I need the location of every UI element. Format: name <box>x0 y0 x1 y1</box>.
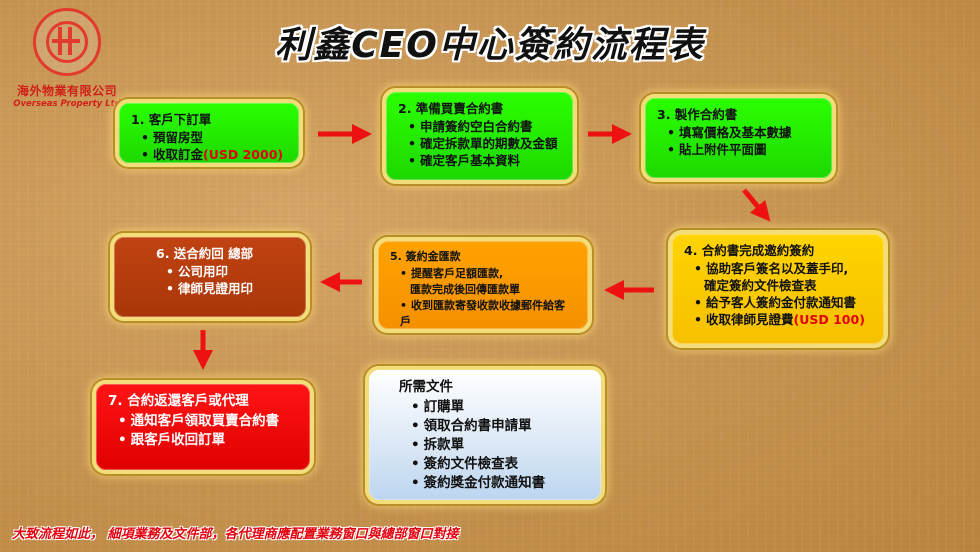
step-2-item: 確定客戶基本資料 <box>408 152 561 169</box>
footer-note: 大致流程如此， 細項業務及文件部，各代理商應配置業務窗口與總部窗口對接 <box>12 527 459 542</box>
document-item: 拆款單 <box>411 436 589 455</box>
document-item: 簽約獎金付款通知書 <box>411 474 589 493</box>
logo-name-cn: 海外物業有限公司 <box>16 84 117 98</box>
step-2-item: 申請簽約空白合約書 <box>408 118 561 135</box>
step-4-heading: 4. 合約書完成邀約簽約 <box>684 243 815 258</box>
page-title: 利鑫CEO中心簽約流程表 <box>275 25 705 66</box>
document-item: 簽約文件檢查表 <box>411 455 589 474</box>
step-3-item: 填寫價格及基本數據 <box>667 124 820 141</box>
step-4-item: 收取律師見證費(USD 100) <box>694 311 872 328</box>
step-5-item: 提醒客戶足額匯款,匯款完成後回傳匯款單 <box>400 266 576 298</box>
arrow-3-to-4 <box>742 188 771 222</box>
deposit-amount: (USD 2000) <box>203 147 284 162</box>
step-7-box: 7. 合約返還客戶或代理 通知客戶領取買賣合約書 跟客戶收回訂單 <box>92 380 314 474</box>
step-4-item: 給予客人簽約金付款通知書 <box>694 294 872 311</box>
step-5-heading: 5. 簽約金匯款 <box>390 250 461 263</box>
step-1-item: 收取訂金(USD 2000) <box>141 146 287 163</box>
required-documents-box: 所需文件 訂購單 領取合約書申請單 拆款單 簽約文件檢查表 簽約獎金付款通知書 <box>365 366 605 504</box>
step-3-heading: 3. 製作合約書 <box>657 107 738 122</box>
document-item: 領取合約書申請單 <box>411 417 589 436</box>
step-6-item: 律師見證用印 <box>166 280 294 297</box>
step-7-heading: 7. 合約返還客戶或代理 <box>108 393 249 409</box>
step-2-box: 2. 準備買賣合約書 申請簽約空白合約書 確定拆款單的期數及金額 確定客戶基本資… <box>382 88 577 184</box>
step-2-item: 確定拆款單的期數及金額 <box>408 135 561 152</box>
step-5-item: 收到匯款寄發收款收據郵件給客戶 <box>400 298 576 330</box>
step-7-item: 通知客戶領取買賣合約書 <box>118 412 298 431</box>
step-6-heading: 6. 送合約回 總部 <box>156 246 254 261</box>
step-3-item: 貼上附件平面圖 <box>667 141 820 158</box>
step-7-item: 跟客戶收回訂單 <box>118 431 298 450</box>
document-item: 訂購單 <box>411 398 589 417</box>
step-5-box: 5. 簽約金匯款 提醒客戶足額匯款,匯款完成後回傳匯款單 收到匯款寄發收款收據郵… <box>374 237 592 333</box>
company-logo: 海外物業有限公司 Overseas Property Ltd <box>12 8 122 109</box>
step-1-box: 1. 客戶下訂單 預留房型 收取訂金(USD 2000) <box>115 99 303 167</box>
lawyer-fee-amount: (USD 100) <box>793 312 865 327</box>
logo-name-en: Overseas Property Ltd <box>13 99 121 109</box>
step-1-heading: 1. 客戶下訂單 <box>131 112 212 127</box>
step-3-box: 3. 製作合約書 填寫價格及基本數據 貼上附件平面圖 <box>641 94 836 182</box>
step-4-box: 4. 合約書完成邀約簽約 協助客戶簽名以及蓋手印,確定簽約文件檢查表 給予客人簽… <box>668 230 888 348</box>
step-1-item: 預留房型 <box>141 129 287 146</box>
step-6-item: 公司用印 <box>166 263 294 280</box>
logo-emblem-icon <box>33 8 101 76</box>
step-4-item: 協助客戶簽名以及蓋手印,確定簽約文件檢查表 <box>694 260 872 294</box>
required-documents-heading: 所需文件 <box>399 379 453 395</box>
step-2-heading: 2. 準備買賣合約書 <box>398 101 504 116</box>
step-6-box: 6. 送合約回 總部 公司用印 律師見證用印 <box>110 233 310 321</box>
